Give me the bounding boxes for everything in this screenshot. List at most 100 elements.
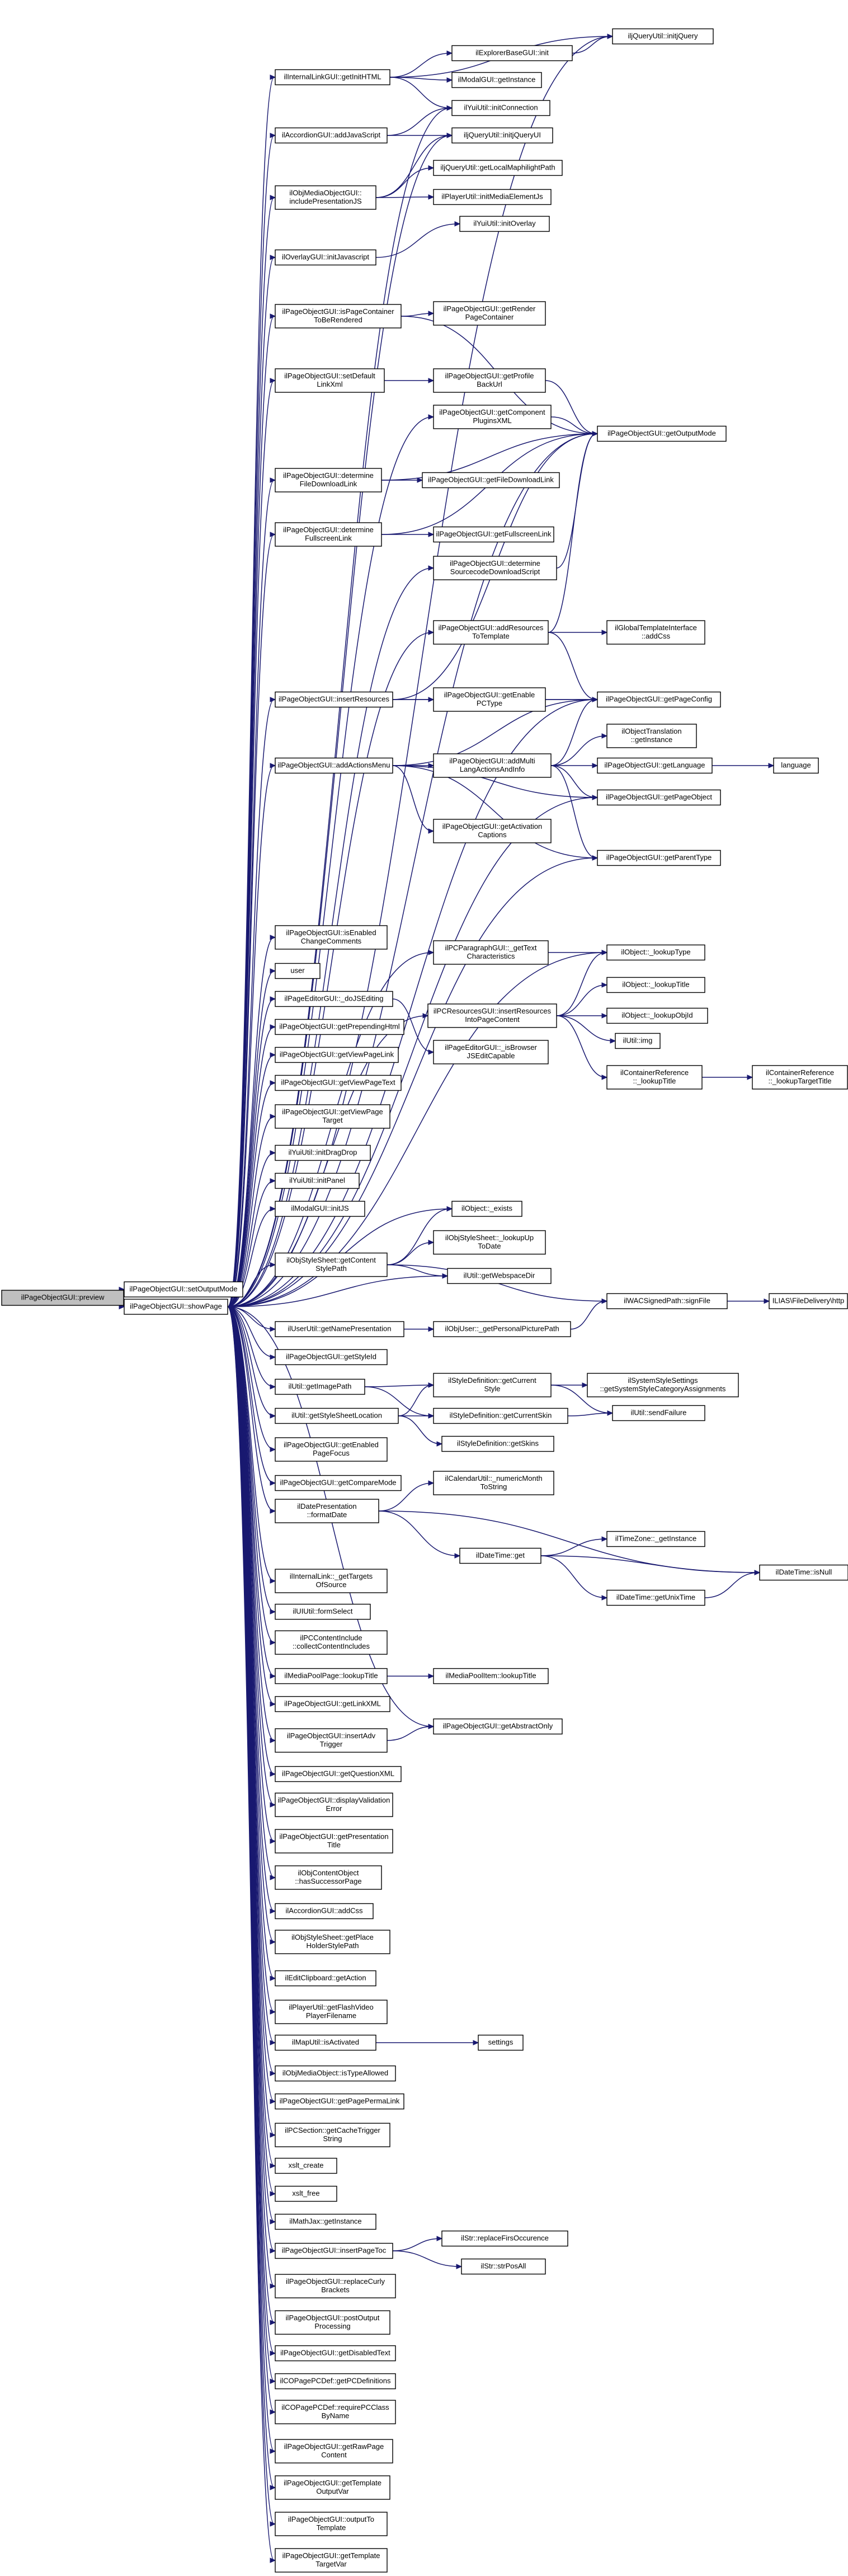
node-objTranslation[interactable]: ilObjectTranslation::getInstance (606, 724, 697, 748)
node-setOutputMode[interactable]: ilPageObjectGUI::setOutputMode (124, 1281, 243, 1298)
node-pcContentInclude[interactable]: ilPCContentInclude::collectContentInclud… (275, 1630, 388, 1655)
node-objContentSuccessor[interactable]: ilObjContentObject::hasSuccessorPage (275, 1865, 382, 1890)
node-uiFormSelect[interactable]: ilUIUtil::formSelect (275, 1603, 371, 1620)
node-insertResources[interactable]: ilPageObjectGUI::insertResources (275, 691, 393, 708)
node-getStyleId[interactable]: ilPageObjectGUI::getStyleId (275, 1349, 388, 1366)
node-objectExists[interactable]: ilObject::_exists (451, 1200, 522, 1217)
node-fileDelivery[interactable]: ILIAS\FileDelivery\http (769, 1293, 848, 1310)
node-yuiConnection[interactable]: ilYuiUtil::initConnection (451, 100, 550, 116)
node-dateTimeGet[interactable]: ilDateTime::get (459, 1547, 541, 1564)
node-determineFileDownload[interactable]: ilPageObjectGUI::determineFileDownloadLi… (275, 468, 382, 492)
node-containerRefTarget[interactable]: ilContainerReference::_lookupTargetTitle (752, 1065, 848, 1090)
node-utilSendFailure[interactable]: ilUtil::sendFailure (612, 1405, 705, 1421)
node-mediaPoolLookup[interactable]: ilMediaPoolPage::lookupTitle (275, 1668, 388, 1685)
node-systemStyleSettings[interactable]: ilSystemStyleSettings::getSystemStyleCat… (587, 1373, 739, 1397)
node-pcParagraph[interactable]: ilPCParagraphGUI::_getTextCharacteristic… (433, 940, 549, 965)
node-user[interactable]: user (275, 963, 321, 979)
node-addMultiLang[interactable]: ilPageObjectGUI::addMultiLangActionsAndI… (433, 753, 552, 778)
node-isPageContainer[interactable]: ilPageObjectGUI::isPageContainerToBeRend… (275, 304, 402, 329)
node-getCompareMode[interactable]: ilPageObjectGUI::getCompareMode (275, 1475, 402, 1491)
node-accAddCss[interactable]: ilAccordionGUI::addCss (275, 1903, 374, 1920)
node-lookupTitle[interactable]: ilObject::_lookupTitle (606, 977, 705, 993)
node-getPageObject[interactable]: ilPageObjectGUI::getPageObject (597, 789, 721, 806)
node-accAddJs[interactable]: ilAccordionGUI::addJavaScript (275, 127, 388, 144)
node-preview[interactable]: ilPageObjectGUI::preview (1, 1289, 124, 1306)
node-strReplaceFirst[interactable]: ilStr::replaceFirsOccurence (441, 2230, 568, 2247)
node-personalPicture[interactable]: ilObjUser::_getPersonalPicturePath (433, 1321, 571, 1338)
node-webspaceDir[interactable]: ilUtil::getWebspaceDir (447, 1268, 552, 1284)
node-datePresentation[interactable]: ilDatePresentation::formatDate (275, 1499, 379, 1523)
node-xsltFree[interactable]: xslt_free (275, 2185, 337, 2202)
node-yuiDragDrop[interactable]: ilYuiUtil::initDragDrop (275, 1144, 371, 1161)
node-getPageConfig[interactable]: ilPageObjectGUI::getPageConfig (597, 691, 721, 708)
node-determineSourcecode[interactable]: ilPageObjectGUI::determineSourcecodeDown… (433, 556, 557, 580)
node-mathJax[interactable]: ilMathJax::getInstance (275, 2213, 376, 2230)
node-initHTML[interactable]: ilInternalLinkGUI::getInitHTML (275, 69, 390, 86)
node-getQuestionXML[interactable]: ilPageObjectGUI::getQuestionXML (275, 1766, 402, 1782)
node-getPrependingHtml[interactable]: ilPageObjectGUI::getPrependingHtml (275, 1019, 404, 1035)
node-getViewPageText[interactable]: ilPageObjectGUI::getViewPageText (275, 1074, 402, 1091)
node-jqueryUI[interactable]: iljQueryUtil::initjQueryUI (451, 127, 553, 144)
node-timeZoneInstance[interactable]: ilTimeZone::_getInstance (606, 1531, 705, 1547)
node-editorDisEditing[interactable]: ilPageEditorGUI::_doJSEditing (275, 991, 393, 1007)
node-getImagePath[interactable]: ilUtil::getImagePath (275, 1378, 365, 1395)
node-explorerInit[interactable]: ilExplorerBaseGUI::init (451, 45, 573, 62)
node-styleDefSkins[interactable]: ilStyleDefinition::getSkins (441, 1435, 554, 1452)
node-language[interactable]: language (773, 757, 819, 774)
node-containerRefLookup[interactable]: ilContainerReference::_lookupTitle (606, 1065, 703, 1090)
node-getDisabledText[interactable]: ilPageObjectGUI::getDisabledText (275, 2345, 396, 2362)
node-getFullscreenLink[interactable]: ilPageObjectGUI::getFullscreenLink (433, 526, 554, 543)
node-playerInitMedia[interactable]: ilPlayerUtil::initMediaElementJs (433, 189, 552, 205)
node-lookupType[interactable]: ilObject::_lookupType (606, 944, 705, 961)
node-getParentType[interactable]: ilPageObjectGUI::getParentType (597, 850, 721, 866)
node-getViewPageLink[interactable]: ilPageObjectGUI::getViewPageLink (275, 1047, 399, 1063)
node-mediaIncludePres[interactable]: ilObjMediaObjectGUI::includePresentation… (275, 185, 376, 210)
node-getAbstractOnly[interactable]: ilPageObjectGUI::getAbstractOnly (433, 1718, 563, 1735)
node-modalInitJS[interactable]: ilModalGUI::initJS (275, 1200, 365, 1217)
node-ilUtilImg[interactable]: ilUtil::img (615, 1033, 661, 1049)
node-styleSheetLocation[interactable]: ilUtil::getStyleSheetLocation (275, 1407, 399, 1424)
node-mapIsActivated[interactable]: ilMapUtil::isActivated (275, 2034, 376, 2051)
node-getPagePermaLink[interactable]: ilPageObjectGUI::getPagePermaLink (275, 2093, 404, 2110)
node-globalTplAddCss[interactable]: ilGlobalTemplateInterface::addCss (606, 620, 705, 645)
node-styleDefCurrentSkin[interactable]: ilStyleDefinition::getCurrentSkin (433, 1407, 568, 1424)
node-lookupObjId[interactable]: ilObject::_lookupObjId (606, 1007, 708, 1024)
node-showPage[interactable]: ilPageObjectGUI::showPage (124, 1298, 228, 1315)
node-yuiPanel[interactable]: ilYuiUtil::initPanel (275, 1172, 360, 1189)
node-strPosAll[interactable]: ilStr::strPosAll (461, 2258, 546, 2275)
node-overlayInitJs[interactable]: ilOverlayGUI::initJavascript (275, 249, 376, 266)
node-wacSigned[interactable]: ilWACSignedPath::signFile (606, 1293, 728, 1310)
node-getFileDownloadLink[interactable]: ilPageObjectGUI::getFileDownloadLink (422, 472, 560, 489)
node-clipboardAction[interactable]: ilEditClipboard::getAction (275, 1970, 376, 1987)
node-getLanguage[interactable]: ilPageObjectGUI::getLanguage (597, 757, 713, 774)
node-localMaphilight[interactable]: iljQueryUtil::getLocalMaphilightPath (433, 159, 563, 176)
